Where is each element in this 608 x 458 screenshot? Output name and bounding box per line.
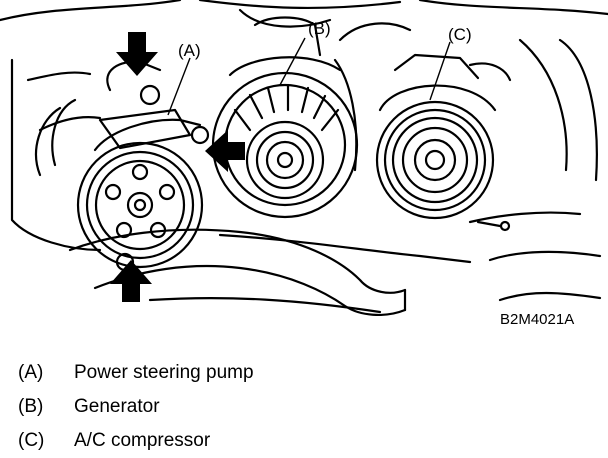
engine-diagram: (A) (B) (C) B2M4021A (0, 0, 608, 328)
legend: (A) Power steering pump (B) Generator (C… (18, 356, 578, 458)
engine-block-outline (0, 0, 608, 314)
arrow-right (205, 130, 245, 172)
legend-key: (A) (18, 362, 44, 383)
image-code: B2M4021A (500, 311, 574, 328)
legend-row-b: (B) Generator (18, 390, 578, 424)
callout-a: (A) (178, 41, 201, 60)
legend-label: Generator (74, 396, 160, 417)
callout-b: (B) (308, 19, 331, 38)
callout-c: (C) (448, 25, 472, 44)
legend-key: (C) (18, 430, 45, 451)
legend-label: Power steering pump (74, 362, 254, 383)
legend-row-a: (A) Power steering pump (18, 356, 578, 390)
arrow-top-left (116, 32, 158, 76)
power-steering-pump (35, 60, 210, 272)
legend-row-c: (C) A/C compressor (18, 424, 578, 458)
generator (211, 16, 359, 219)
legend-label: A/C compressor (74, 430, 211, 451)
arrow-bottom (110, 260, 152, 302)
legend-key: (B) (18, 396, 44, 417)
ac-compressor (375, 53, 512, 232)
